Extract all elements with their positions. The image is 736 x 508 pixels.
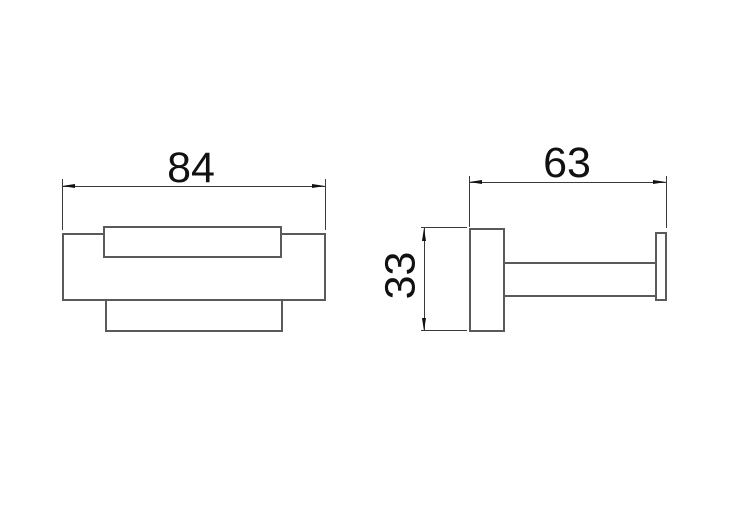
dim-33-arrowhead-top [421,228,426,241]
dim-84-arrowhead-left [62,183,75,188]
dim-84-line [62,186,325,187]
dim-33-label: 33 [376,251,425,300]
dim-33-ext-line-bottom [421,330,467,331]
dim-63-ext-line-left [469,176,470,227]
dim-84-arrowhead-right [312,183,325,188]
dim-33-arrowhead-bottom [421,318,426,331]
side-wall-plate [469,228,505,332]
dim-63-ext-line-right [666,176,667,228]
dim-63-line [469,182,666,183]
dim-84-ext-line-left [62,179,63,230]
dim-84-label: 84 [167,144,215,192]
dim-33-line [424,228,425,331]
dim-63-arrowhead-right [653,179,666,184]
front-bottom-hook-plate [105,299,283,332]
dim-63-arrowhead-left [469,179,482,184]
dim-33-ext-line-top [421,227,467,228]
side-hook-arm [505,262,655,297]
dim-63-label: 63 [543,139,591,187]
front-top-hook-bar [103,226,282,258]
side-end-plate [655,232,667,301]
dim-84-ext-line-right [325,179,326,230]
